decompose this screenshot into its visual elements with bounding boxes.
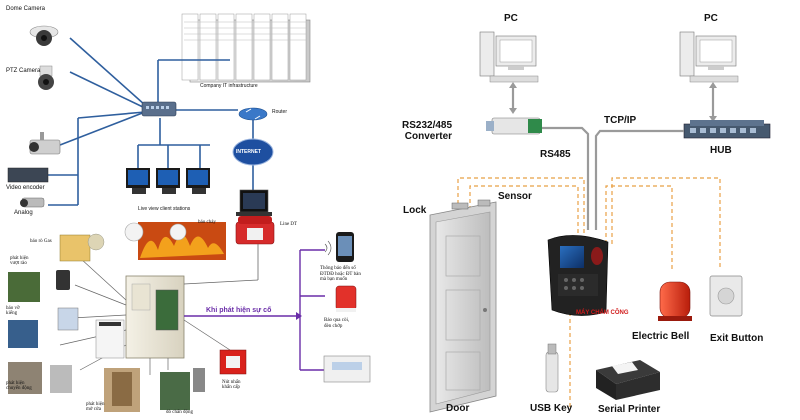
network-panel-icon [323, 355, 371, 383]
hub-icon [683, 120, 771, 139]
label-bao-vo-kieng: báo vỡ kiếng [6, 306, 20, 317]
label-electric-bell: Electric Bell [632, 331, 690, 342]
network-cables [48, 37, 254, 206]
router-icon [238, 107, 268, 121]
exit-button-icon [709, 275, 743, 317]
event-notification-line [184, 249, 325, 371]
electric-bell-icon [658, 281, 692, 321]
door-icon [429, 201, 497, 413]
gas-detector-icon [59, 233, 105, 262]
video-encoder-icon [7, 167, 49, 183]
label-may-cham-cong: MÁY CHẤM CÔNG [576, 310, 629, 316]
label-door: Door [446, 403, 470, 414]
label-hub: HUB [710, 145, 732, 156]
sensor-icon [477, 199, 491, 207]
pc-left-icon [479, 31, 539, 83]
label-line-dt: Line DT [280, 222, 298, 227]
monitor-icon [236, 189, 272, 216]
label-bao-ro-gas: báo rò Gas [30, 239, 52, 244]
lock-icon [451, 202, 469, 210]
label-do-chan-dong: dò chấn động [166, 410, 193, 415]
data-cables [542, 126, 684, 230]
smoke-detector-icon [124, 222, 144, 242]
label-rs232-converter: RS232/485 Converter [402, 120, 453, 142]
siren-strobe-icon [335, 285, 357, 312]
label-pc-right: PC [704, 13, 718, 24]
label-phat-hien-mo-cua: phát hiện mở cửa [86, 402, 105, 413]
label-ptz-camera: PTZ Camera [6, 68, 41, 74]
internet-cloud-icon [232, 138, 274, 166]
label-dome-camera: Dome Camera [6, 6, 46, 12]
label-live-view: Live view client stations [138, 206, 191, 212]
client-stations-icon [126, 168, 210, 194]
label-internet: INTERNET [236, 149, 261, 155]
label-company-it: Company IT infrastructure [200, 83, 258, 89]
label-thong-bao-sms: Thông báo đến số ĐTDĐ hoặc ĐT bàn mà bạn… [320, 266, 361, 282]
label-analog: Analog [14, 210, 33, 216]
attendance-terminal-icon [547, 235, 609, 316]
label-khi-phat-hien-su-co: Khi phát hiện sự cố [206, 307, 272, 314]
label-phat-hien-chuyen-dong: phát hiện chuyển động [6, 381, 32, 392]
alarm-control-panel-icon [125, 275, 185, 359]
serial-printer-icon [596, 360, 660, 400]
label-usb-key: USB Key [530, 403, 573, 414]
ptz-camera-icon [38, 65, 54, 90]
control-wires [457, 177, 721, 410]
label-nut-nhan-khan-cap: Nút nhấn khẩn cấp [222, 380, 241, 391]
mobile-phone-icon [336, 232, 354, 262]
label-lock: Lock [403, 205, 427, 216]
label-pc-left: PC [504, 13, 518, 24]
analog-camera-icon [20, 197, 45, 208]
label-exit-button: Exit Button [710, 333, 764, 344]
label-bao-chay: báo cháy [198, 220, 216, 225]
label-rs485: RS485 [540, 149, 571, 160]
dome-camera-icon [29, 25, 59, 46]
keypad-icon [95, 319, 125, 359]
label-video-encoder: Video encoder [6, 185, 45, 191]
vibration-sensor-icon [160, 368, 205, 410]
server-rack-icon [181, 13, 311, 83]
label-phat-hien-vuot-rao: phát hiện vượt rào [10, 256, 29, 267]
emergency-button-icon [219, 349, 247, 375]
heat-detector-icon [169, 223, 187, 241]
label-tcp-ip: TCP/IP [604, 115, 637, 126]
motion-sensor-icon [8, 362, 72, 394]
rs232-converter-icon [486, 117, 542, 135]
fence-sensor-icon [8, 270, 70, 302]
label-sensor: Sensor [498, 191, 532, 202]
label-serial-printer: Serial Printer [598, 404, 661, 415]
label-router: Router [272, 109, 288, 115]
label-bao-qua-coi: Báo qua còi, đèn chớp [324, 318, 350, 329]
door-contact-sensor-icon [104, 368, 140, 412]
glass-break-sensor-icon [8, 307, 79, 348]
telephone-icon [235, 216, 275, 245]
pc-right-icon [679, 31, 739, 83]
box-camera-icon [29, 132, 61, 155]
usb-key-icon [545, 343, 559, 393]
